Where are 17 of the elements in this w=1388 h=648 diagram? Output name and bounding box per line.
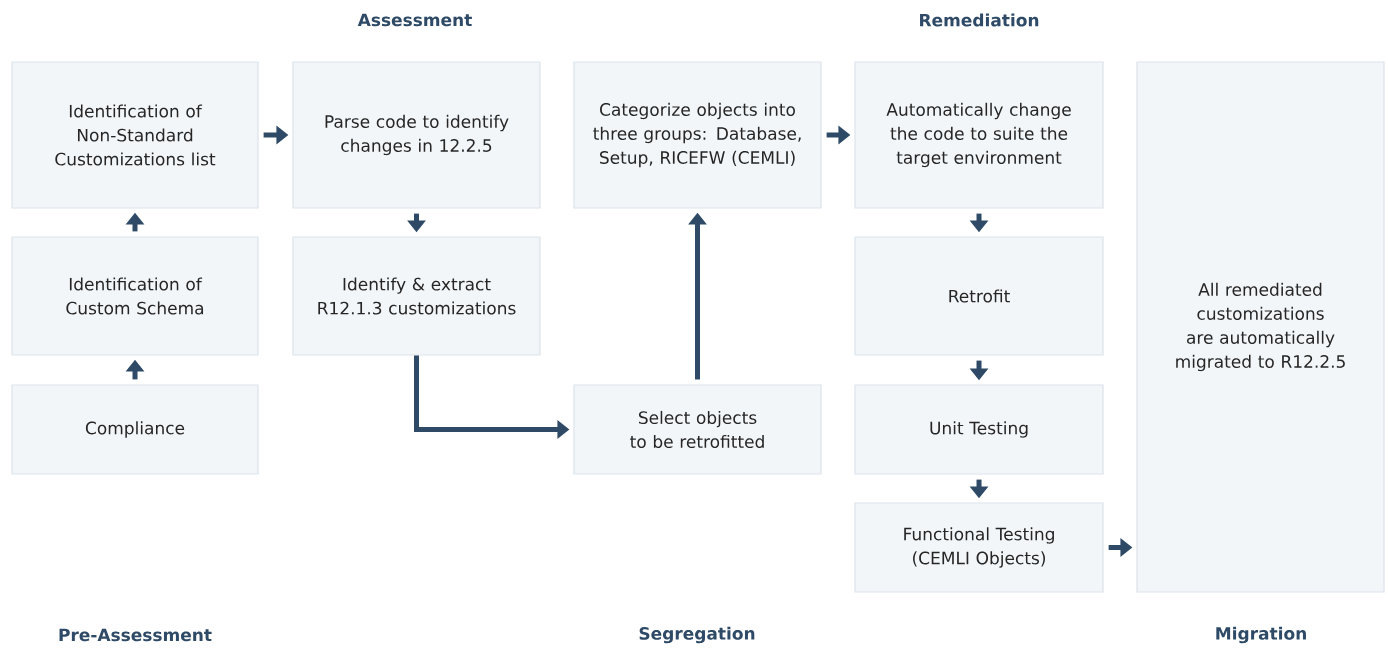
process-box: Categorize objects into three groups: Database, Setup, RICEFW (CEMLI) <box>573 61 822 209</box>
process-box: Parse code to identify changes in 12.2.5 <box>292 61 541 209</box>
phase-heading: Remediation <box>920 13 1039 27</box>
phase-heading: Migration <box>1216 626 1306 644</box>
process-box: Functional Testing (CEMLI Objects) <box>854 502 1104 593</box>
process-box: Retrofit <box>854 236 1104 356</box>
process-box: Identification of Custom Schema <box>11 236 259 356</box>
process-box: Identify & extract R12.1.3 customizations <box>292 236 541 356</box>
process-box: Compliance <box>11 384 259 475</box>
process-box: Automatically change the code to suite the target environment <box>854 61 1104 209</box>
process-box: Identification of Non-Standard Customizations list <box>11 61 259 209</box>
phase-heading: Assessment <box>357 13 472 27</box>
phase-heading: Segregation <box>639 626 755 644</box>
process-box: Unit Testing <box>854 384 1104 475</box>
process-box: All remediated customizations are automatically migrated to R12.2.5 <box>1136 61 1385 593</box>
phase-heading: Pre-Assessment <box>59 628 212 642</box>
process-box: Select objects to be retrofitted <box>573 384 822 475</box>
